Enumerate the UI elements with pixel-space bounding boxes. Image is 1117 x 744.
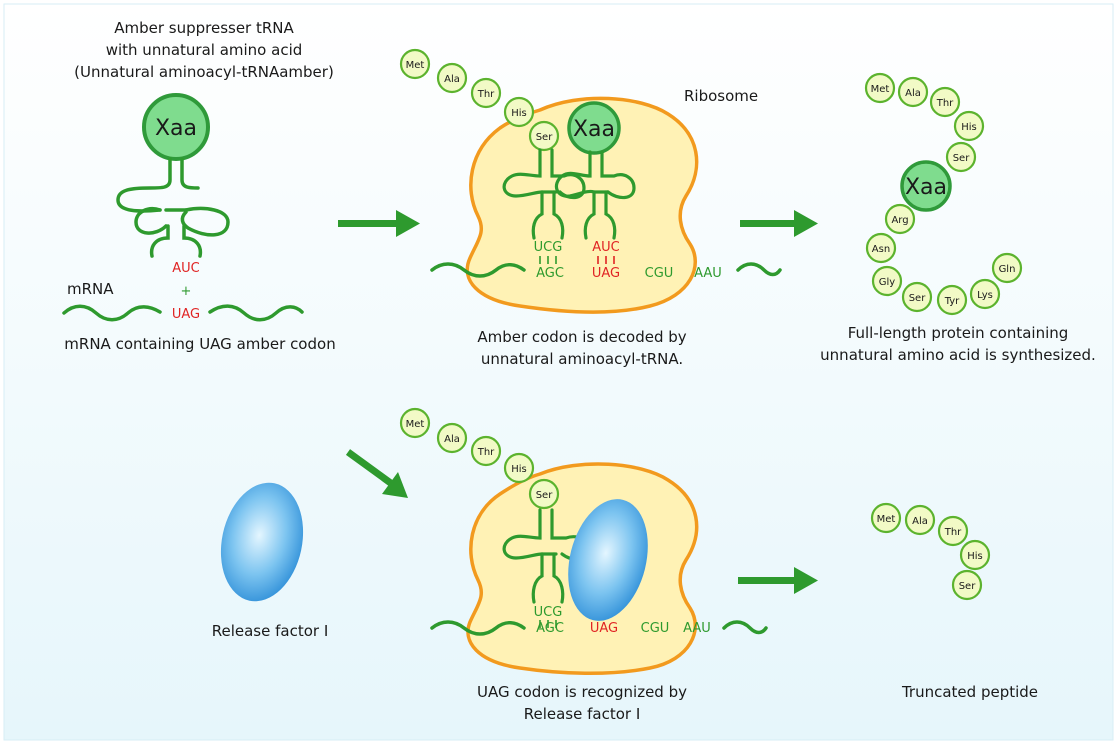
mrna-strand-left	[62, 304, 162, 322]
amino-acid-label: Thr	[477, 89, 495, 100]
arrow-right-icon	[338, 210, 420, 237]
ribosome-label: Ribosome	[684, 87, 758, 105]
caption-mrna-uag: mRNA containing UAG amber codon	[64, 335, 335, 353]
codon-uag: UAG	[592, 266, 620, 281]
caption-truncated: Truncated peptide	[901, 683, 1038, 701]
trna-anticodon: AUC	[172, 261, 200, 276]
xaa-in-ribosome	[567, 101, 621, 155]
arrow-right-icon	[738, 567, 818, 594]
codon-cgu: CGU	[641, 621, 670, 636]
codon-aau: AAU	[683, 621, 711, 636]
amino-acid-ser	[528, 120, 560, 152]
mrna-strand	[430, 262, 526, 278]
codon-cgu: CGU	[645, 266, 674, 281]
trna-title-line3: (Unnatural aminoacyl-tRNAamber)	[74, 63, 334, 81]
amino-acid-label: Thr	[944, 527, 962, 538]
xaa-label: Xaa	[573, 117, 615, 142]
release-factor-label: Release factor I	[212, 622, 329, 640]
xaa-incorporated	[900, 160, 952, 212]
amino-acid-label: Gly	[879, 277, 896, 288]
base-pair-lines	[597, 256, 615, 264]
release-factor-icon	[220, 482, 304, 602]
amino-acid-label: His	[511, 464, 527, 475]
amino-acid-thr	[470, 77, 502, 109]
amino-acid-label: Ser	[959, 581, 977, 592]
amino-acid-label: Met	[406, 419, 425, 430]
arrow-diagonal-icon	[345, 449, 408, 498]
amino-acid-label: Gln	[999, 264, 1016, 275]
amino-acid-label: Ala	[444, 74, 460, 85]
mrna-strand-right	[208, 304, 304, 322]
codon-agc: AGC	[536, 266, 564, 281]
plus-sign: +	[181, 284, 192, 299]
xaa-label: Xaa	[905, 175, 947, 200]
codon-uag: UAG	[590, 621, 618, 636]
amino-acid-label: Asn	[872, 244, 890, 255]
base-pair-lines	[539, 256, 557, 264]
amino-acid-label: Ser	[536, 490, 554, 501]
amino-acid-ala	[436, 62, 468, 94]
codon-agc: AGC	[536, 621, 564, 636]
panel-bottom-middle: Met Ala Thr His Ser UCG AGC UAG CGU AAU …	[399, 407, 768, 723]
caption-recognized-line1: UAG codon is recognized by	[477, 683, 687, 701]
caption-decoded-line1: Amber codon is decoded by	[477, 328, 686, 346]
panel-bottom-right: Met Ala Thr His Ser Truncated peptide	[870, 502, 1038, 701]
amber-suppressor-trna-icon	[116, 157, 230, 258]
amino-acid-label: His	[967, 551, 983, 562]
amino-acid-label: Tyr	[944, 296, 960, 307]
anticodon-ucg: UCG	[534, 240, 563, 255]
full-length-protein: Met Ala Thr His Ser Xaa Arg Asn Gly Ser …	[864, 72, 1023, 316]
caption-recognized-line2: Release factor I	[524, 705, 641, 723]
amino-acid-label: Ser	[536, 132, 554, 143]
amino-acid-label: Lys	[977, 290, 993, 301]
base-pair-lines	[539, 620, 557, 628]
amino-acid-label: Ser	[909, 293, 927, 304]
mrna-strand	[736, 262, 782, 277]
xaa-label: Xaa	[155, 116, 197, 141]
mrna-strand	[722, 620, 768, 635]
caption-decoded-line2: unnatural aminoacyl-tRNA.	[481, 350, 683, 368]
peptide-chain-bottom: Met Ala Thr His Ser	[399, 407, 560, 510]
panel-top-right: Met Ala Thr His Ser Xaa Arg Asn Gly Ser …	[820, 72, 1096, 364]
anticodon-ucg: UCG	[534, 605, 563, 620]
amino-acid-label: Ala	[912, 516, 928, 527]
trna-title-line1: Amber suppresser tRNA	[114, 19, 294, 37]
caption-full-length-line2: unnatural amino acid is synthesized.	[820, 346, 1096, 364]
amino-acid-label: Ala	[444, 434, 460, 445]
arrow-right-icon	[740, 210, 818, 237]
mrna-amber-codon: UAG	[172, 307, 200, 322]
truncated-peptide: Met Ala Thr His Ser	[870, 502, 991, 601]
trna-title-line2: with unnatural amino acid	[106, 41, 303, 59]
amino-acid-label: Met	[877, 514, 896, 525]
panel-top-middle: Ribosome Met Ala Thr His Ser Xaa	[399, 48, 782, 368]
peptide-chain-top: Met Ala Thr His Ser	[399, 48, 560, 152]
ribosome-top	[465, 96, 699, 314]
amino-acid-label: Ala	[905, 88, 921, 99]
amino-acid-his	[503, 96, 535, 128]
amino-acid-label: Arg	[891, 215, 908, 226]
release-factor-bound-icon	[568, 499, 648, 621]
amino-acid-label: Met	[406, 60, 425, 71]
codon-aau: AAU	[694, 266, 722, 281]
panel-top-left: Amber suppresser tRNA with unnatural ami…	[62, 19, 336, 353]
amino-acid-label: His	[511, 108, 527, 119]
anticodon-auc: AUC	[592, 240, 620, 255]
amino-acid-label: Met	[871, 84, 890, 95]
xaa-unnatural-amino-acid	[142, 93, 210, 161]
panel-bottom-left: Release factor I	[212, 482, 329, 640]
amino-acid-label: Ser	[953, 153, 971, 164]
amino-acid-label: Thr	[477, 447, 495, 458]
mrna-label: mRNA	[67, 280, 114, 298]
amino-acid-label: Thr	[936, 98, 954, 109]
mrna-strand	[430, 620, 526, 636]
caption-full-length-line1: Full-length protein containing	[848, 324, 1069, 342]
aminoacyl-trna-icon	[554, 150, 636, 240]
amino-acid-label: His	[961, 122, 977, 133]
amino-acid-met	[399, 48, 431, 80]
